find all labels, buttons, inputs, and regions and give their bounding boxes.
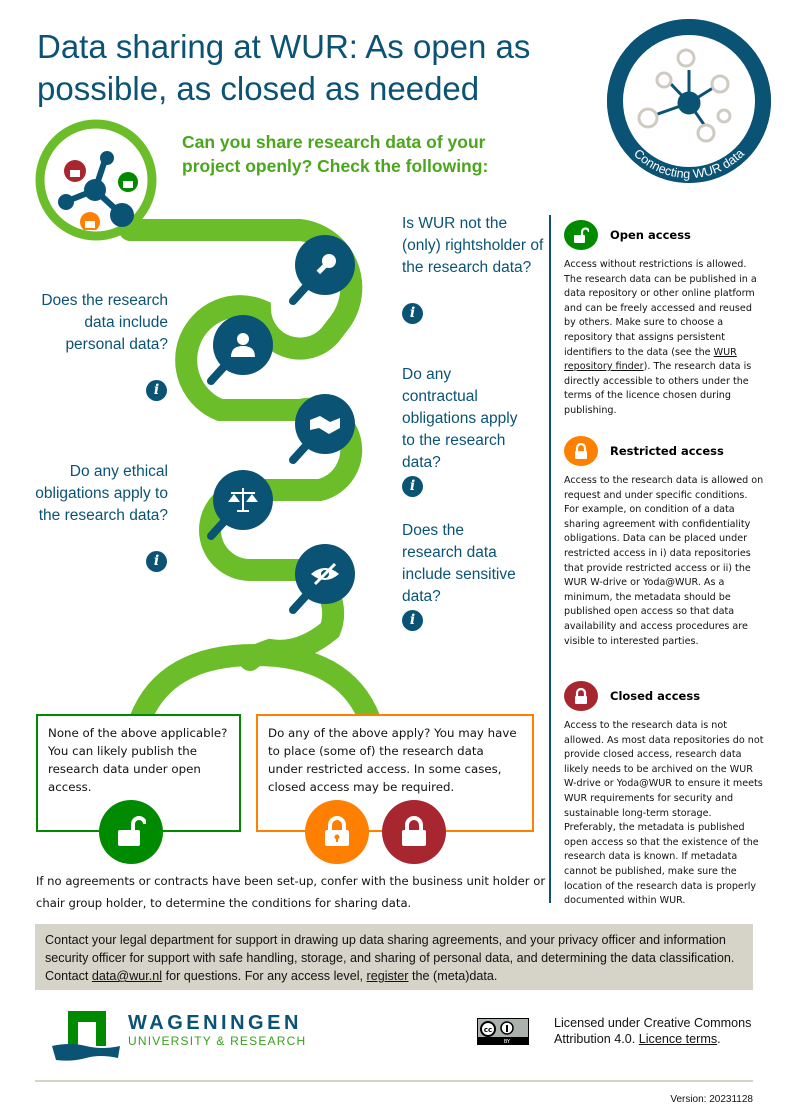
column-divider bbox=[549, 215, 551, 903]
info-button-ethical[interactable]: i bbox=[146, 551, 167, 572]
wur-logo-subtitle: UNIVERSITY & RESEARCH bbox=[128, 1034, 307, 1048]
closed-access-section: Closed access Access to the research dat… bbox=[564, 679, 764, 909]
closed-access-title: Closed access bbox=[610, 689, 701, 703]
restricted-access-section: Restricted access Access to the research… bbox=[564, 434, 764, 649]
open-lock-icon bbox=[99, 800, 163, 864]
wur-logo-name: WAGENINGEN bbox=[128, 1012, 302, 1034]
info-button-contractual[interactable]: i bbox=[402, 476, 423, 497]
magnifier-person-icon bbox=[207, 315, 273, 385]
question-personal-data: Does the research data include personal … bbox=[41, 292, 168, 353]
open-access-text-end: ). The research data is directly accessi… bbox=[564, 361, 752, 416]
license-period: . bbox=[717, 1032, 721, 1046]
outcome-restricted-text: Do any of the above apply? You may have … bbox=[268, 726, 517, 794]
info-button-rightsholder[interactable]: i bbox=[402, 303, 423, 324]
footer-divider bbox=[35, 1080, 753, 1082]
contact-text-mid: for questions. For any access level, bbox=[162, 969, 367, 983]
svg-text:Connecting WUR data: Connecting WUR data bbox=[631, 146, 747, 181]
info-button-personal-data[interactable]: i bbox=[146, 380, 167, 401]
question-ethical: Do any ethical obligations apply to the … bbox=[35, 463, 168, 524]
question-sensitive: Does the research data include sensitive… bbox=[402, 522, 516, 605]
magnifier-scales-icon bbox=[207, 470, 273, 540]
connecting-wur-data-badge: Connecting WUR data bbox=[607, 19, 771, 183]
register-link[interactable]: register bbox=[366, 969, 409, 983]
wur-repository-finder-link[interactable]: WUR repository finder bbox=[564, 346, 737, 373]
question-rightsholder: Is WUR not the (only) rightsholder of th… bbox=[402, 215, 544, 276]
magnifier-handshake-icon bbox=[289, 394, 355, 464]
email-link[interactable]: data@wur.nl bbox=[91, 969, 163, 983]
license-line2: Attribution 4.0. bbox=[554, 1032, 639, 1046]
contact-box: Contact your legal department for suppor… bbox=[35, 924, 753, 990]
license-line1: Licensed under Creative Commons bbox=[554, 1016, 752, 1030]
outcome-open-text: None of the above applicable? You can li… bbox=[48, 726, 228, 794]
lock-icon bbox=[564, 681, 598, 711]
page-title: Data sharing at WUR: As open as possible… bbox=[37, 28, 531, 107]
restricted-access-title: Restricted access bbox=[610, 444, 724, 458]
lock-icon bbox=[564, 436, 598, 466]
open-access-text: Access without restrictions is allowed. … bbox=[564, 259, 757, 358]
cc-by-label: BY bbox=[504, 1039, 511, 1044]
contact-text-end: the (meta)data. bbox=[408, 969, 498, 983]
open-access-title: Open access bbox=[610, 228, 691, 242]
data-network-locks-icon bbox=[58, 151, 138, 230]
badge-text: Connecting WUR data bbox=[631, 146, 747, 181]
open-access-section: Open access Access without restrictions … bbox=[564, 218, 764, 419]
subtitle: Can you share research data of your proj… bbox=[182, 132, 489, 176]
magnifier-key-icon bbox=[289, 235, 355, 305]
closed-access-text: Access to the research data is not allow… bbox=[564, 720, 764, 907]
info-button-sensitive[interactable]: i bbox=[402, 610, 423, 631]
version-label: Version: 20231128 bbox=[670, 1094, 753, 1105]
contact-text: Contact your legal department for suppor… bbox=[45, 933, 735, 983]
restricted-access-text: Access to the research data is allowed o… bbox=[564, 475, 764, 647]
question-contractual: Do any contractual obligations apply to … bbox=[402, 366, 518, 471]
magnifier-eye-slash-icon bbox=[289, 544, 355, 614]
unlocked-icon bbox=[564, 220, 598, 250]
licence-terms-link[interactable]: Licence terms bbox=[638, 1032, 718, 1046]
svg-text:cc: cc bbox=[484, 1026, 492, 1034]
closed-lock-icon bbox=[382, 800, 446, 864]
restricted-lock-icon bbox=[305, 800, 369, 864]
wur-logo-icon bbox=[52, 1011, 120, 1061]
network-icon bbox=[651, 70, 717, 127]
bottom-note: If no agreements or contracts have been … bbox=[36, 874, 546, 910]
